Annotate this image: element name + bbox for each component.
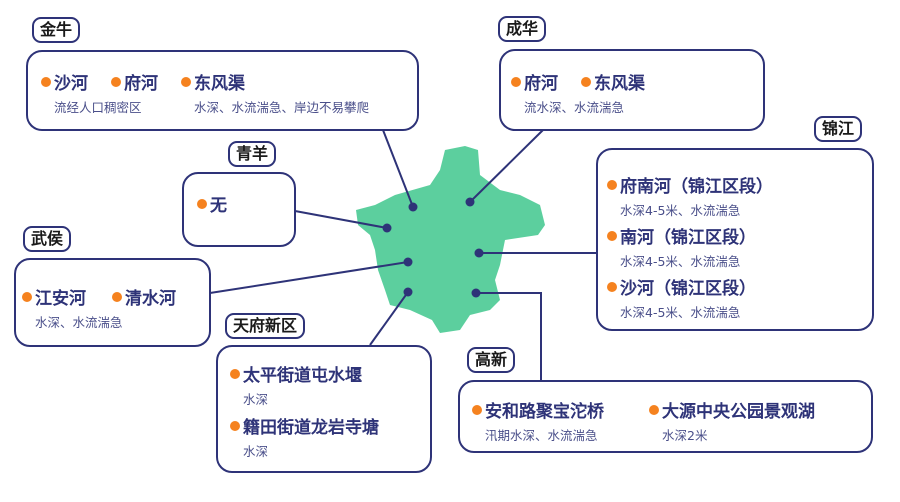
hazard-title: 无 bbox=[210, 196, 227, 216]
dot-chenghua bbox=[465, 197, 475, 207]
hazard-title: 清水河 bbox=[125, 289, 176, 309]
hazard-note: 水深2米 bbox=[662, 428, 708, 443]
bullet-icon bbox=[22, 291, 32, 302]
bullet-icon bbox=[607, 281, 617, 292]
district-box-tianfu: 太平街道屯水堰 水深 籍田街道龙岩寺塘 水深 bbox=[216, 345, 432, 473]
district-box-qingyang: 无 bbox=[182, 172, 296, 247]
district-tag-wuhou: 武侯 bbox=[23, 226, 72, 252]
dot-jinjiang bbox=[474, 248, 484, 258]
district-box-gaoxin: 安和路聚宝沱桥 汛期水深、水流湍急 大源中央公园景观湖 水深2米 bbox=[458, 380, 873, 453]
hazard-title: 府河 bbox=[124, 74, 158, 94]
hazard-title: 安和路聚宝沱桥 bbox=[485, 402, 604, 422]
bullet-icon bbox=[181, 76, 191, 87]
hazard-title: 府南河（锦江区段） bbox=[620, 177, 773, 197]
district-box-jinjiang: 府南河（锦江区段） 水深4-5米、水流湍急 南河（锦江区段） 水深4-5米、水流… bbox=[596, 148, 874, 331]
dot-qingyang bbox=[382, 223, 392, 233]
hazard-item: 府南河（锦江区段） 水深4-5米、水流湍急 bbox=[607, 172, 773, 219]
hazard-title: 江安河 bbox=[35, 289, 86, 309]
bullet-icon bbox=[111, 76, 121, 87]
line-qingyang bbox=[294, 210, 388, 229]
dot-tianfu bbox=[403, 287, 413, 297]
hazard-title: 沙河（锦江区段） bbox=[620, 279, 756, 299]
connector-lines bbox=[209, 129, 596, 380]
hazard-title: 府河 bbox=[524, 74, 558, 94]
hazard-note: 流经人口稠密区 bbox=[54, 100, 142, 115]
hazard-note: 汛期水深、水流湍急 bbox=[485, 428, 598, 443]
district-tag-qingyang: 青羊 bbox=[228, 141, 277, 167]
hazard-note: 水深4-5米、水流湍急 bbox=[620, 305, 741, 320]
hazard-item: 清水河 bbox=[112, 284, 176, 309]
line-wuhou bbox=[209, 261, 409, 294]
hazard-item: 东风渠 水深、水流湍急、岸边不易攀爬 bbox=[181, 69, 369, 116]
hazard-title: 沙河 bbox=[54, 74, 88, 94]
bullet-icon bbox=[472, 404, 482, 415]
bullet-icon bbox=[230, 368, 240, 379]
district-box-wuhou: 江安河 水深、水流湍急 清水河 bbox=[14, 258, 211, 347]
hazard-title: 南河（锦江区段） bbox=[620, 228, 756, 248]
hazard-title: 籍田街道龙岩寺塘 bbox=[243, 418, 379, 438]
dot-wuhou bbox=[403, 257, 413, 267]
hazard-item: 安和路聚宝沱桥 汛期水深、水流湍急 bbox=[472, 397, 604, 444]
hazard-note: 流水深、水流湍急 bbox=[524, 100, 625, 115]
hazard-title: 太平街道屯水堰 bbox=[243, 366, 362, 386]
district-tag-gaoxin: 高新 bbox=[467, 347, 516, 373]
hazard-note: 水深、水流湍急、岸边不易攀爬 bbox=[194, 100, 370, 115]
hazard-item: 江安河 水深、水流湍急 bbox=[22, 284, 123, 331]
district-box-chenghua: 府河 流水深、水流湍急 东风渠 bbox=[499, 49, 765, 131]
district-tag-chenghua: 成华 bbox=[498, 16, 547, 42]
line-chenghua bbox=[469, 129, 544, 203]
bullet-icon bbox=[230, 420, 240, 431]
bullet-icon bbox=[197, 198, 207, 209]
hazard-item: 无 bbox=[197, 191, 227, 216]
bullet-icon bbox=[607, 179, 617, 190]
district-tag-jinniu: 金牛 bbox=[32, 17, 81, 43]
bullet-icon bbox=[511, 76, 521, 87]
line-gaoxin bbox=[476, 292, 542, 380]
bullet-icon bbox=[112, 291, 122, 302]
hazard-title: 东风渠 bbox=[194, 74, 245, 94]
line-tianfu bbox=[369, 291, 409, 346]
dot-gaoxin bbox=[471, 288, 481, 298]
hazard-item: 籍田街道龙岩寺塘 水深 bbox=[230, 413, 379, 460]
bullet-icon bbox=[581, 76, 591, 87]
hazard-note: 水深、水流湍急 bbox=[35, 315, 123, 330]
district-tag-tianfu: 天府新区 bbox=[225, 313, 306, 339]
hazard-title: 大源中央公园景观湖 bbox=[662, 402, 815, 422]
line-jinniu bbox=[382, 129, 414, 208]
hazard-note: 水深4-5米、水流湍急 bbox=[620, 254, 741, 269]
bullet-icon bbox=[649, 404, 659, 415]
dot-jinniu bbox=[408, 202, 418, 212]
bullet-icon bbox=[607, 230, 617, 241]
district-box-jinniu: 沙河 流经人口稠密区 府河 东风渠 水深、水流湍急、岸边不易攀爬 bbox=[26, 50, 419, 131]
district-tag-jinjiang: 锦江 bbox=[814, 116, 863, 142]
hazard-note: 水深 bbox=[243, 392, 269, 407]
location-dots bbox=[382, 197, 484, 298]
hazard-note: 水深 bbox=[243, 444, 269, 459]
bullet-icon bbox=[41, 76, 51, 87]
city-map-shape bbox=[356, 146, 545, 333]
hazard-item: 府河 bbox=[111, 69, 158, 94]
hazard-item: 沙河 流经人口稠密区 bbox=[41, 69, 142, 116]
hazard-item: 东风渠 bbox=[581, 69, 645, 94]
hazard-item: 沙河（锦江区段） 水深4-5米、水流湍急 bbox=[607, 274, 756, 321]
hazard-item: 南河（锦江区段） 水深4-5米、水流湍急 bbox=[607, 223, 756, 270]
hazard-item: 大源中央公园景观湖 水深2米 bbox=[649, 397, 815, 444]
hazard-note: 水深4-5米、水流湍急 bbox=[620, 203, 741, 218]
hazard-item: 太平街道屯水堰 水深 bbox=[230, 361, 362, 408]
hazard-title: 东风渠 bbox=[594, 74, 645, 94]
hazard-item: 府河 流水深、水流湍急 bbox=[511, 69, 624, 116]
